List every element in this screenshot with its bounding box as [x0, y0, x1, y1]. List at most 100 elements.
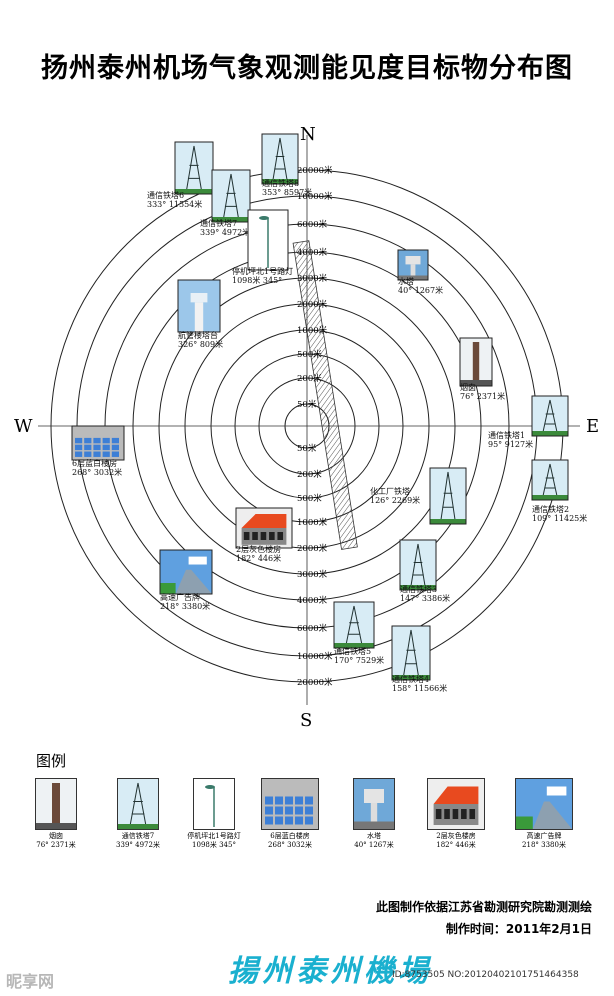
ring-label-north: 3000米	[297, 273, 328, 284]
water-tower-icon	[398, 250, 428, 280]
target-info: 1098米 345°	[232, 275, 282, 285]
date-note: 制作时间：2011年2月1日	[445, 922, 592, 936]
target-info: 339° 4972米	[200, 227, 250, 237]
airport-brand-logo: 揚州泰州機場	[228, 954, 432, 989]
legend-name: 水塔	[367, 832, 381, 840]
ring-label-south: 4000米	[297, 595, 328, 606]
ring-label-south: 50米	[297, 443, 317, 454]
target-name: 通信铁塔4	[392, 674, 429, 684]
water-tower-icon	[353, 778, 395, 830]
target-name: 2层灰色楼房	[236, 544, 281, 554]
grey-house-icon	[236, 508, 292, 548]
compass-east: E	[586, 416, 599, 437]
chimney-icon	[460, 338, 492, 386]
billboard-icon	[160, 550, 212, 594]
legend-info: 40° 1267米	[354, 841, 394, 849]
target-info: 95° 9127米	[488, 439, 533, 449]
billboard-icon	[515, 778, 573, 830]
legend-info: 182° 446米	[436, 841, 476, 849]
ring-label-south: 10000米	[297, 651, 333, 662]
watermark-left: 昵享网	[6, 972, 55, 991]
tower-icon	[117, 778, 159, 830]
target-info: 109° 11425米	[532, 513, 587, 523]
lamp-icon	[248, 210, 288, 270]
lamp-icon	[193, 778, 235, 830]
ring-label-south: 20000米	[297, 677, 333, 688]
ring-label-north: 2000米	[297, 299, 328, 310]
compass-north: N	[300, 124, 316, 145]
blue-building-icon	[261, 778, 319, 830]
target-info: 126° 2269米	[370, 495, 420, 505]
target-info: 182° 446米	[236, 553, 281, 563]
tower-icon	[532, 460, 568, 500]
legend-info: 339° 4972米	[116, 841, 160, 849]
tower-icon	[334, 602, 374, 648]
target-name: 停机坪北1号路灯	[232, 266, 293, 276]
target-info: 353° 8597米	[262, 187, 312, 197]
ring-label-north: 6000米	[297, 219, 328, 230]
legend-info: 76° 2371米	[36, 841, 76, 849]
ring-label-south: 500米	[297, 493, 322, 504]
legend-info: 218° 3380米	[522, 841, 566, 849]
target-name: 通信铁塔6	[147, 190, 184, 200]
tower-icon	[262, 134, 298, 184]
legend-title: 图例	[36, 752, 67, 770]
ring-label-south: 6000米	[297, 623, 328, 634]
ring-label-north: 4000米	[297, 247, 328, 258]
target-info: 268° 3032米	[72, 467, 122, 477]
ring-label-south: 200米	[297, 469, 322, 480]
tower-icon	[175, 142, 213, 194]
tower-icon	[392, 626, 430, 680]
page-title: 扬州泰州机场气象观测能见度目标物分布图	[41, 53, 573, 84]
ring-label-south: 1000米	[297, 517, 328, 528]
ring-label-north: 1000米	[297, 325, 328, 336]
compass-south: S	[300, 710, 312, 730]
runway	[292, 240, 358, 550]
target-info: 218° 3380米	[160, 601, 210, 611]
target-name: 烟囱	[460, 382, 476, 392]
legend-name: 停机坪北1号路灯	[187, 832, 241, 840]
ring-label-north: 10000米	[297, 191, 333, 202]
target-info: 147° 3386米	[400, 593, 450, 603]
chimney-icon	[35, 778, 77, 830]
target-name: 高速广告牌	[160, 592, 200, 602]
target-name: 通信铁塔3	[400, 584, 437, 594]
target-name: 通信铁塔7	[200, 218, 237, 228]
blue-building-icon	[72, 426, 124, 460]
target-name: 通信铁塔8	[262, 178, 299, 188]
ring-labels: 50米50米200米200米500米500米1000米1000米2000米200…	[297, 165, 333, 688]
control-tower-icon	[178, 280, 220, 332]
target-name: 6层蓝白楼房	[72, 458, 117, 468]
legend-info: 1098米 345°	[192, 841, 236, 849]
visibility-target-diagram: 50米50米200米200米500米500米1000米1000米2000米200…	[14, 124, 599, 730]
legend-name: 6层蓝白楼房	[270, 832, 310, 840]
target-info: 333° 11554米	[147, 199, 202, 209]
legend-info: 268° 3032米	[268, 841, 312, 849]
legend-name: 2层灰色楼房	[436, 832, 476, 840]
ring-label-north: 200米	[297, 373, 322, 384]
target-name: 通信铁塔1	[488, 430, 525, 440]
target-name: 通信铁塔2	[532, 504, 569, 514]
tower-icon	[212, 170, 250, 222]
target-info: 170° 7529米	[334, 655, 384, 665]
source-note: 此图制作依据江苏省勘测研究院勘测测绘	[375, 900, 592, 914]
target-name: 化工厂铁塔	[370, 486, 410, 496]
